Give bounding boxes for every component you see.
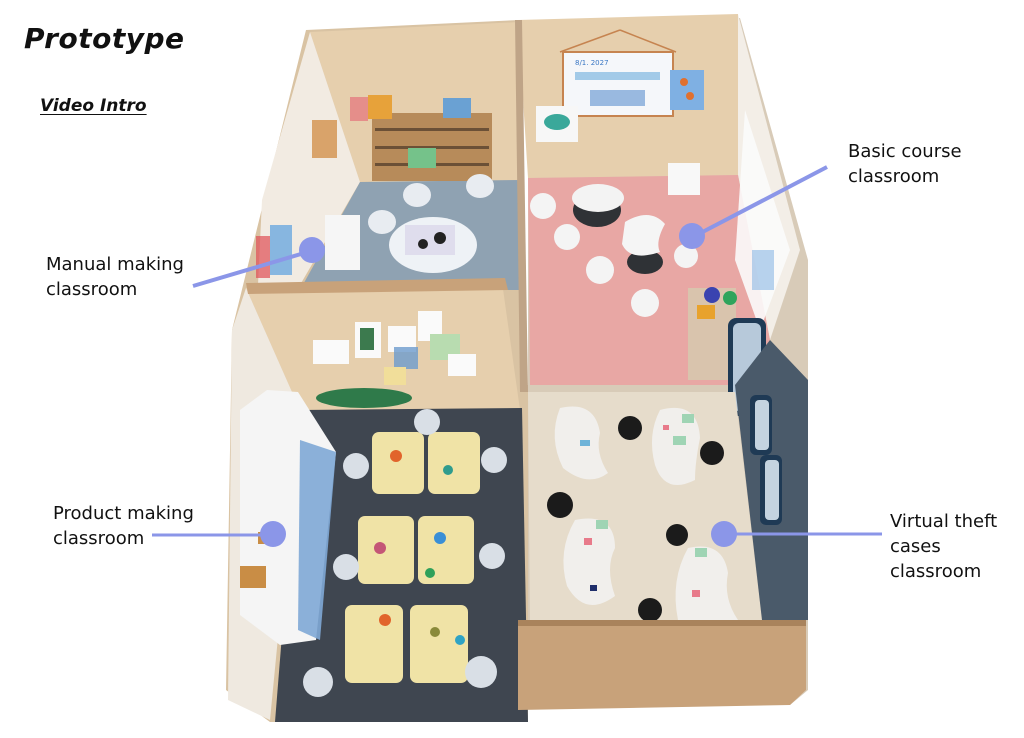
video-intro-link[interactable]: Video Intro [40, 96, 147, 116]
label-manual-making-classroom: Manual making classroom [46, 254, 184, 300]
callout-dot[interactable] [299, 237, 325, 263]
page-title: Prototype [24, 22, 185, 55]
divider-horizontal [246, 278, 508, 294]
room-basic-course: 8/1. 2027 [518, 14, 800, 416]
callout-dot[interactable] [711, 521, 737, 547]
callout-dot[interactable] [260, 521, 286, 547]
divider-vertical [515, 20, 528, 392]
callout-line [192, 249, 312, 288]
callout-manual [192, 237, 325, 288]
label-product-making-classroom: Product making classroom [53, 503, 194, 549]
callout-product [152, 521, 286, 547]
callout-dot[interactable] [679, 223, 705, 249]
whiteboard-text: 8/1. 2027 [575, 59, 609, 67]
label-virtual-theft-cases-classroom: Virtual theft cases classroom [890, 511, 998, 582]
label-basic-course-classroom: Basic course classroom [848, 141, 962, 187]
callout-virtual [711, 521, 882, 547]
callout-basic [679, 165, 828, 249]
room-product-making [228, 282, 528, 722]
room-virtual-theft [518, 340, 808, 710]
callout-line [692, 165, 828, 239]
front-flap [518, 620, 806, 710]
room-manual-making [256, 22, 526, 290]
back-wall [246, 282, 520, 410]
